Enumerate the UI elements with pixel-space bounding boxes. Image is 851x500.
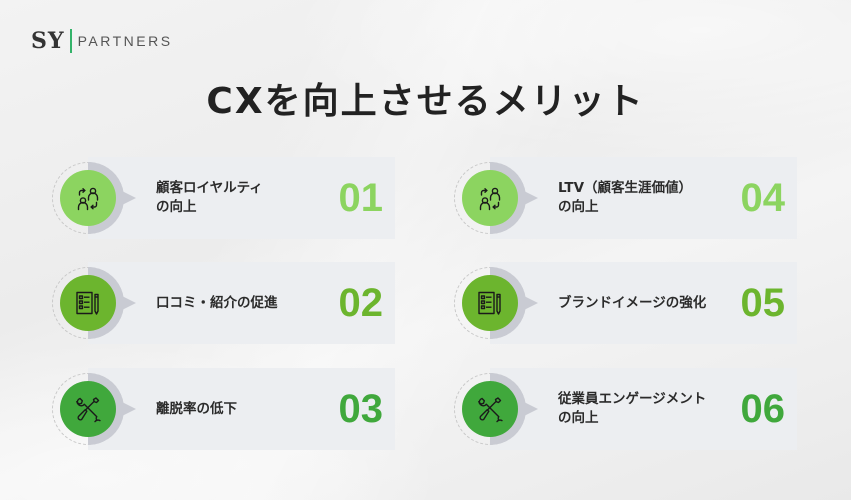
pointer-arrow <box>120 190 136 206</box>
page-title: CXを向上させるメリット <box>206 81 645 122</box>
benefit-card-04: LTV（顧客生涯価値） の向上 04 <box>454 157 797 239</box>
benefit-number: 02 <box>338 280 384 325</box>
benefit-card-03: 離脱率の低下 03 <box>52 368 395 450</box>
benefit-label: 口コミ・紹介の促進 <box>156 294 278 311</box>
benefit-card-02: 口コミ・紹介の促進 02 <box>52 262 395 344</box>
icon-circle <box>462 275 518 331</box>
logo-divider <box>69 29 72 53</box>
customer-exchange-icon <box>77 187 99 211</box>
icon-circle <box>462 381 518 437</box>
icon-circle <box>462 170 518 226</box>
benefit-card-01: 顧客ロイヤルティ の向上 01 <box>52 157 395 239</box>
benefit-number: 06 <box>740 386 786 431</box>
checklist-pencil-icon <box>478 291 501 315</box>
customer-exchange-icon <box>479 187 501 211</box>
benefit-label: ブランドイメージの強化 <box>558 294 707 311</box>
checklist-pencil-icon <box>76 291 99 315</box>
benefit-label: 離脱率の低下 <box>156 400 237 417</box>
wrench-screwdriver-icon <box>478 397 503 423</box>
pointer-arrow <box>120 401 136 417</box>
pointer-arrow <box>522 190 538 206</box>
benefit-label: 顧客ロイヤルティ の向上 <box>156 180 263 215</box>
benefit-number: 05 <box>740 280 786 325</box>
logo: SY PARTNERS <box>31 28 173 54</box>
pointer-arrow <box>120 295 136 311</box>
wrench-screwdriver-icon <box>76 397 101 423</box>
benefit-label: 従業員エンゲージメント の向上 <box>558 391 707 426</box>
logo-text: PARTNERS <box>77 33 173 49</box>
icon-circle <box>60 170 116 226</box>
benefit-card-06: 従業員エンゲージメント の向上 06 <box>454 368 797 450</box>
icon-circle <box>60 275 116 331</box>
benefit-label: LTV（顧客生涯価値） の向上 <box>558 180 693 215</box>
benefit-number: 04 <box>740 175 786 220</box>
benefit-card-05: ブランドイメージの強化 05 <box>454 262 797 344</box>
pointer-arrow <box>522 401 538 417</box>
benefit-number: 03 <box>338 386 384 431</box>
logo-mark: SY <box>31 28 65 54</box>
benefit-number: 01 <box>338 175 384 220</box>
pointer-arrow <box>522 295 538 311</box>
icon-circle <box>60 381 116 437</box>
